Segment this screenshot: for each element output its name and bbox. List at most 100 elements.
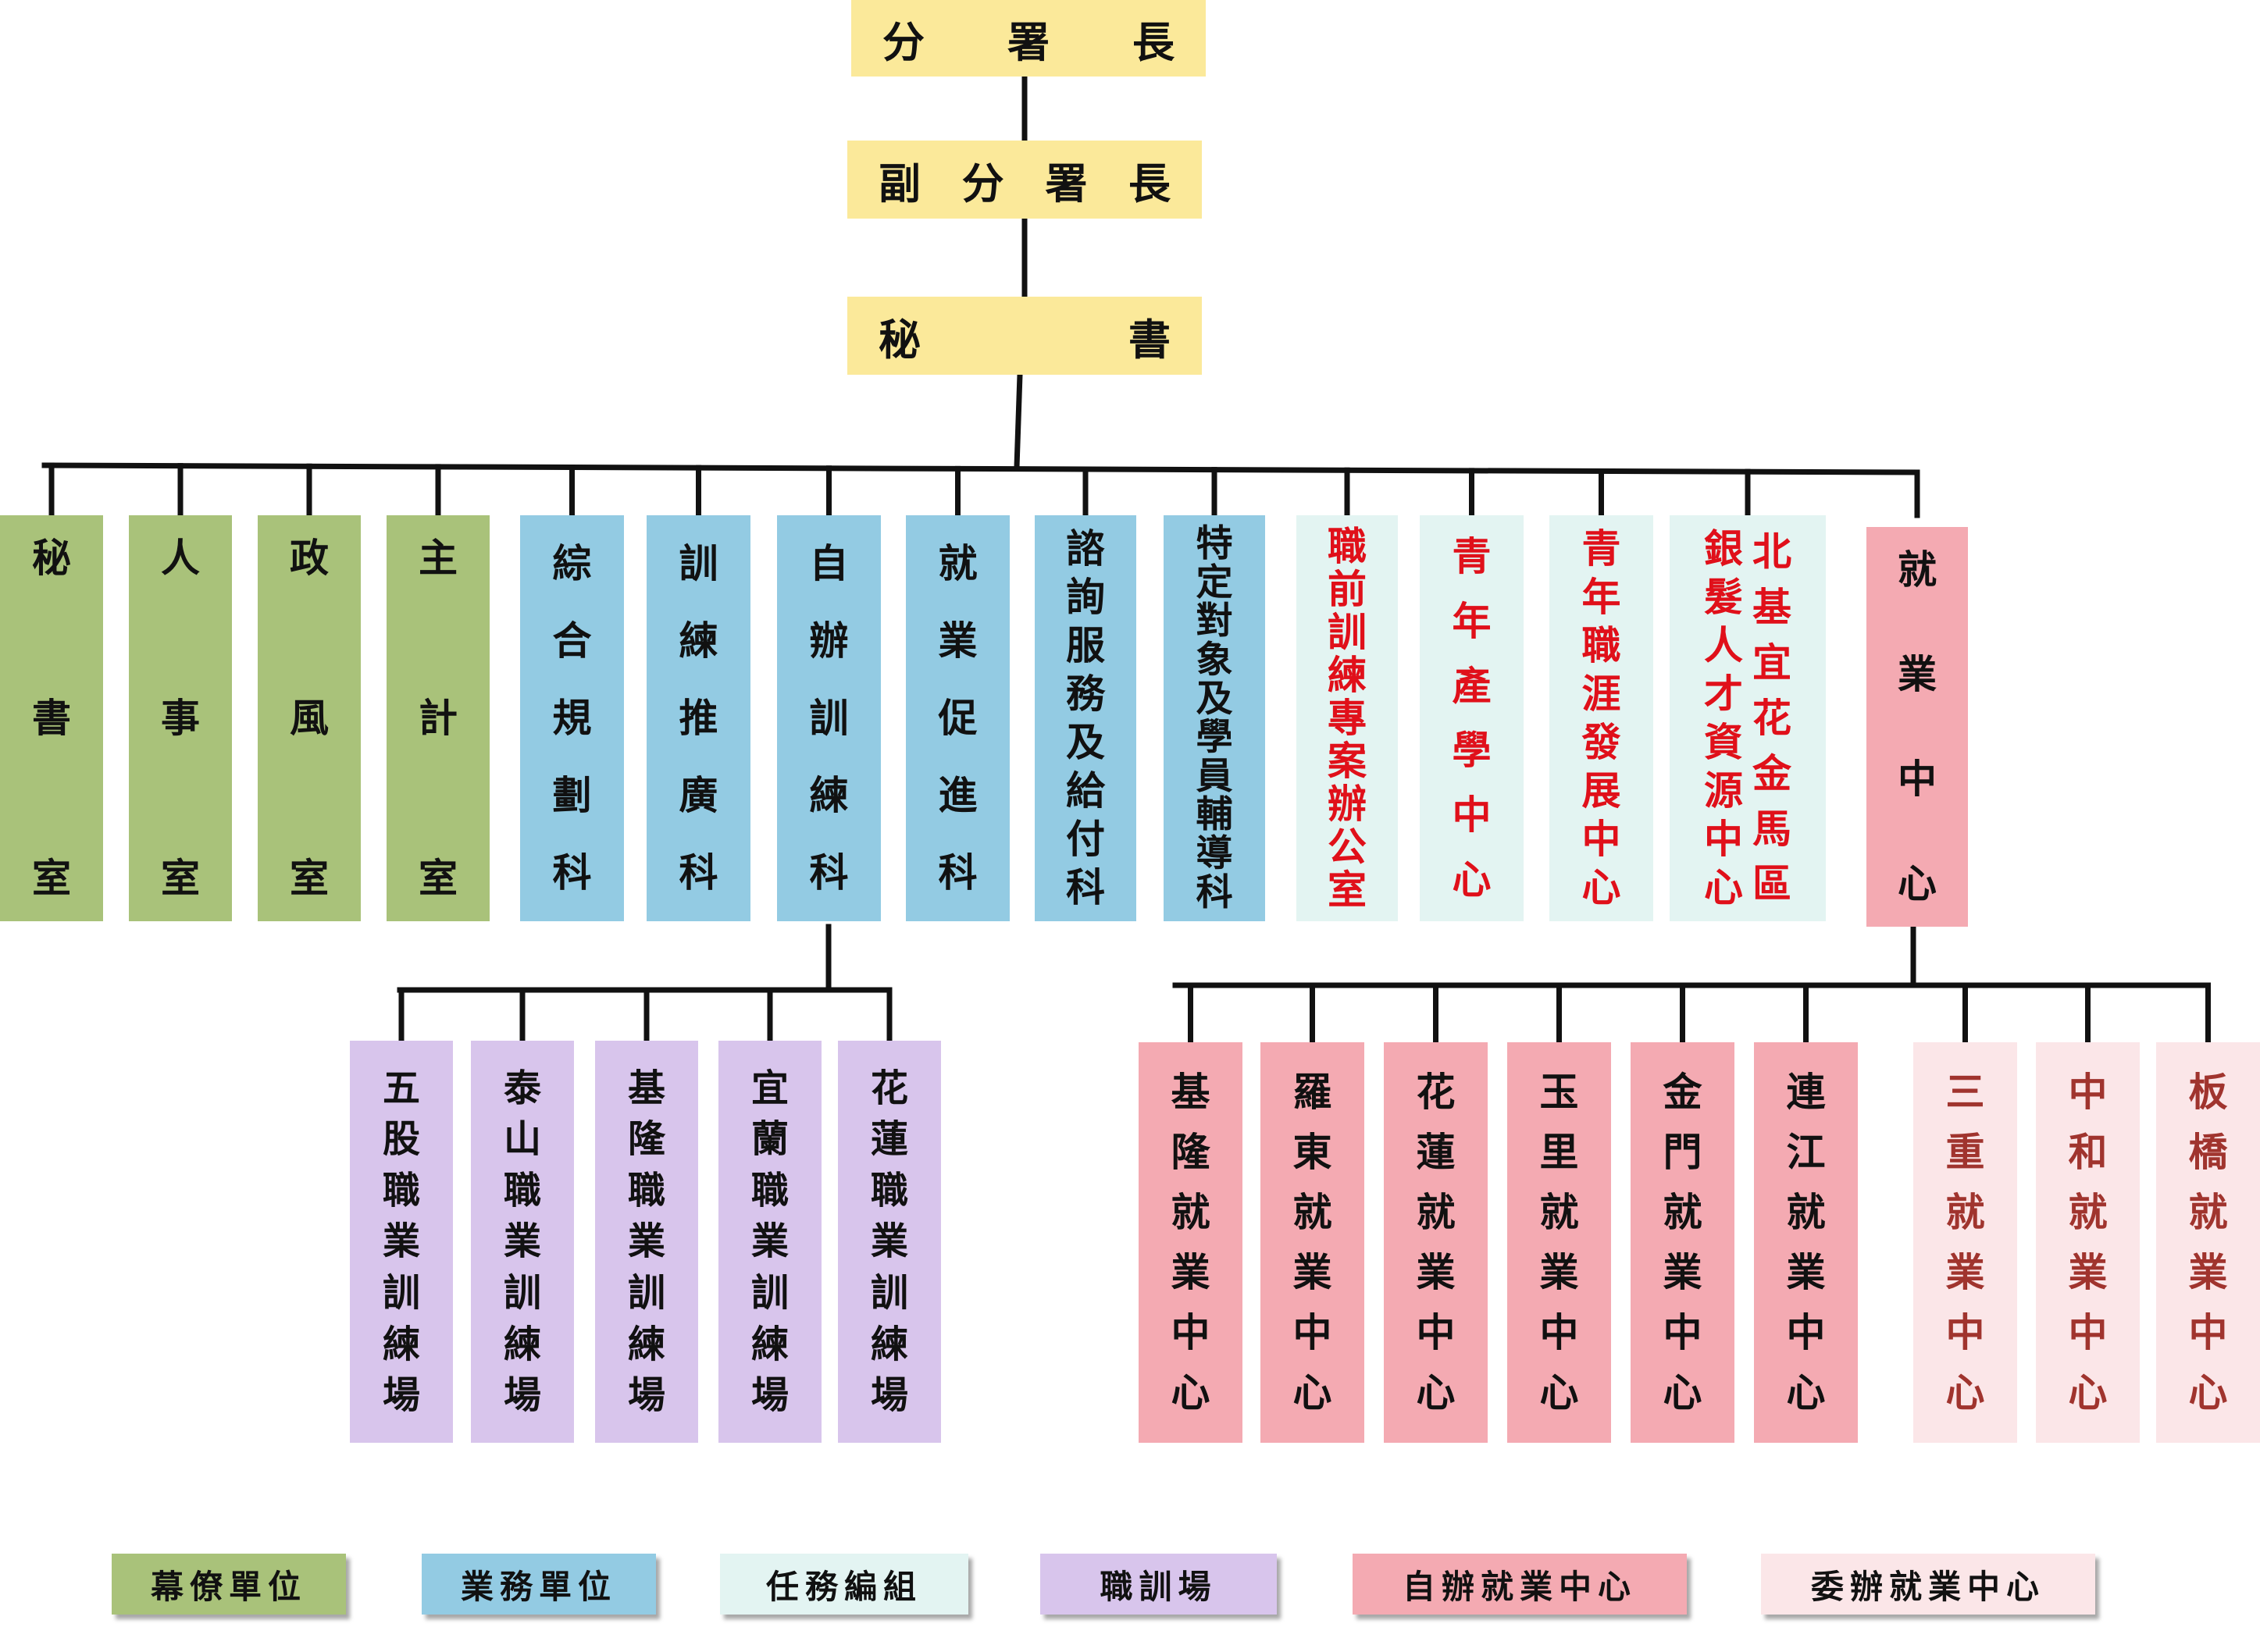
legend-label: 職訓場 [1100, 1567, 1217, 1606]
unit-name-char: 詢 [1066, 575, 1105, 620]
employment-center-box: 連江就業中心 [1754, 1042, 1858, 1443]
unit-name-char: 金 [1752, 750, 1791, 796]
unit-box: 特定對象及學員輔導科 [1164, 515, 1265, 921]
unit-name-column: 青年職涯發展中心 [1582, 515, 1621, 921]
unit-name-char: 心 [2068, 1370, 2108, 1416]
top-title-char: 分 [882, 17, 925, 67]
unit-name-char: 宜 [750, 1066, 789, 1110]
unit-name-char: 和 [2068, 1129, 2108, 1175]
unit-name-column: 玉里就業中心 [1540, 1042, 1579, 1443]
unit-name-char: 業 [938, 618, 978, 664]
unit-name-column: 諮詢服務及給付科 [1066, 515, 1105, 921]
unit-name-char: 室 [161, 856, 200, 901]
unit-name-char: 及 [1196, 677, 1233, 721]
unit-name-char: 隆 [1171, 1129, 1210, 1175]
unit-name-char: 才 [1704, 671, 1743, 717]
unit-name-char: 業 [1786, 1250, 1826, 1296]
unit-name-char: 區 [1752, 861, 1791, 907]
unit-box: 青年產學中心 [1420, 515, 1524, 921]
legend-label: 自辦就業中心 [1402, 1567, 1637, 1606]
unit-name-column: 花蓮就業中心 [1417, 1042, 1456, 1443]
unit-name-char: 業 [1539, 1250, 1579, 1296]
unit-box: 主計室 [387, 515, 490, 921]
unit-name-char: 金 [1663, 1069, 1702, 1115]
unit-name-char: 場 [382, 1373, 420, 1418]
top-title-char: 長 [1132, 17, 1175, 67]
unit-name-column: 綜合規劃科 [553, 515, 592, 921]
unit-box: 政風室 [258, 515, 361, 921]
unit-name-column: 三重就業中心 [1946, 1042, 1985, 1443]
unit-name-char: 年 [1581, 575, 1621, 620]
training-center-box: 基隆職業訓練場 [595, 1041, 698, 1443]
unit-name-char: 就 [2068, 1189, 2108, 1235]
unit-name-char: 科 [938, 850, 978, 896]
unit-name-char: 訓 [809, 695, 849, 741]
unit-name-char: 學 [1452, 728, 1492, 774]
unit-name-char: 玉 [1539, 1069, 1579, 1115]
unit-name-char: 蓮 [870, 1117, 908, 1162]
unit-name-char: 職 [1328, 523, 1367, 569]
unit-name-char: 就 [938, 540, 978, 586]
unit-name-column: 自辦訓練科 [810, 515, 849, 921]
unit-name-char: 中 [1416, 1310, 1456, 1356]
unit-name-char: 訓 [503, 1271, 541, 1316]
employment-center-box: 中和就業中心 [2036, 1042, 2140, 1443]
unit-name-char: 合 [552, 618, 592, 664]
top-title-char: 副 [879, 158, 921, 208]
unit-name-char: 中 [1539, 1310, 1579, 1356]
unit-name-char: 心 [1786, 1370, 1826, 1416]
unit-name-char: 訓 [627, 1271, 665, 1316]
unit-name-char: 廣 [679, 773, 718, 819]
unit-name-char: 就 [1663, 1189, 1702, 1235]
unit-name-char: 人 [161, 536, 200, 581]
unit-name-char: 案 [1328, 739, 1367, 785]
unit-name-char: 橋 [2188, 1129, 2228, 1175]
top-title-char: 秘 [879, 315, 921, 365]
unit-name-char: 銀 [1704, 526, 1743, 571]
training-center-box: 五股職業訓練場 [350, 1041, 453, 1443]
unit-name-char: 業 [1292, 1250, 1332, 1296]
employment-center-box: 板橋就業中心 [2156, 1042, 2260, 1443]
unit-box: 銀髮人才資源中心北基宜花金馬區 [1670, 515, 1826, 921]
legend-item: 業務單位 [422, 1554, 656, 1615]
unit-name-column: 就業促進科 [939, 515, 978, 921]
unit-name-char: 室 [1328, 867, 1367, 913]
unit-name-char: 練 [1328, 652, 1367, 698]
unit-name-char: 書 [32, 696, 71, 741]
unit-name-char: 中 [1945, 1310, 1985, 1356]
unit-name-char: 中 [2068, 1310, 2108, 1356]
top-title-box: 副分署長 [847, 141, 1202, 219]
unit-name-column: 板橋就業中心 [2189, 1042, 2228, 1443]
unit-name-char: 資 [1704, 720, 1743, 765]
unit-name-char: 業 [382, 1219, 420, 1264]
unit-name-char: 基 [627, 1066, 665, 1110]
unit-name-char: 心 [1663, 1370, 1702, 1416]
unit-name-column: 特定對象及學員輔導科 [1196, 515, 1232, 921]
unit-name-char: 職 [870, 1168, 908, 1212]
unit-name-char: 蓮 [1416, 1129, 1456, 1175]
unit-name-char: 心 [1898, 861, 1937, 906]
unit-name-char: 象 [1196, 639, 1233, 682]
unit-name-char: 室 [419, 856, 458, 901]
unit-name-char: 中 [1292, 1310, 1332, 1356]
unit-name-char: 發 [1581, 720, 1621, 765]
unit-name-column: 青年產學中心 [1453, 515, 1492, 921]
unit-name-char: 花 [1416, 1069, 1456, 1115]
unit-name-char: 職 [382, 1168, 420, 1212]
unit-name-char: 諮 [1066, 526, 1105, 571]
unit-name-char: 練 [627, 1322, 665, 1366]
employment-center-box: 花蓮就業中心 [1384, 1042, 1488, 1443]
employment-center-box: 玉里就業中心 [1507, 1042, 1611, 1443]
unit-name-char: 源 [1704, 768, 1743, 814]
unit-name-char: 對 [1196, 600, 1233, 643]
legend-label: 委辦就業中心 [1810, 1567, 2045, 1606]
unit-name-column: 主計室 [419, 515, 458, 921]
unit-name-char: 蘭 [750, 1117, 789, 1162]
unit-name-char: 里 [1539, 1129, 1579, 1175]
unit-name-char: 心 [2188, 1370, 2228, 1416]
unit-name-char: 就 [1786, 1189, 1826, 1235]
unit-box: 訓練推廣科 [647, 515, 750, 921]
unit-name-char: 訓 [1328, 609, 1367, 655]
unit-name-char: 業 [627, 1219, 665, 1264]
unit-name-char: 心 [1171, 1370, 1210, 1416]
